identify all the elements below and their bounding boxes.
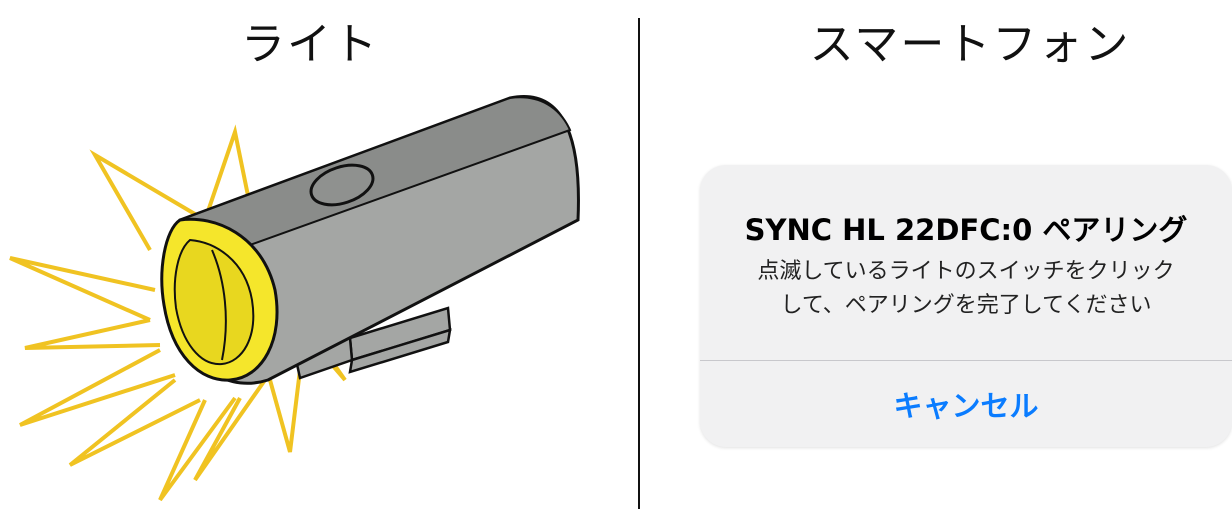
- lens: [160, 217, 279, 382]
- dialog-message-line: して、ペアリングを完了してください: [780, 293, 1152, 318]
- column-divider: [638, 18, 640, 509]
- bike-headlight-icon: [9, 95, 580, 502]
- cancel-button[interactable]: キャンセル: [700, 361, 1232, 447]
- dialog-message-line: 点滅しているライトのスイッチをクリック: [757, 259, 1175, 284]
- mount: [293, 306, 452, 380]
- light-heading: ライト: [241, 19, 379, 70]
- light-body: [178, 95, 580, 385]
- pairing-dialog: SYNC HL 22DFC:0 ペアリング 点滅しているライトのスイッチをクリッ…: [700, 165, 1232, 447]
- dialog-message: 点滅しているライトのスイッチをクリック して、ペアリングを完了してください: [720, 255, 1212, 323]
- dialog-title: SYNC HL 22DFC:0 ペアリング: [744, 213, 1188, 247]
- dialog-separator: [700, 360, 1232, 361]
- smartphone-heading: スマートフォン: [809, 19, 1131, 70]
